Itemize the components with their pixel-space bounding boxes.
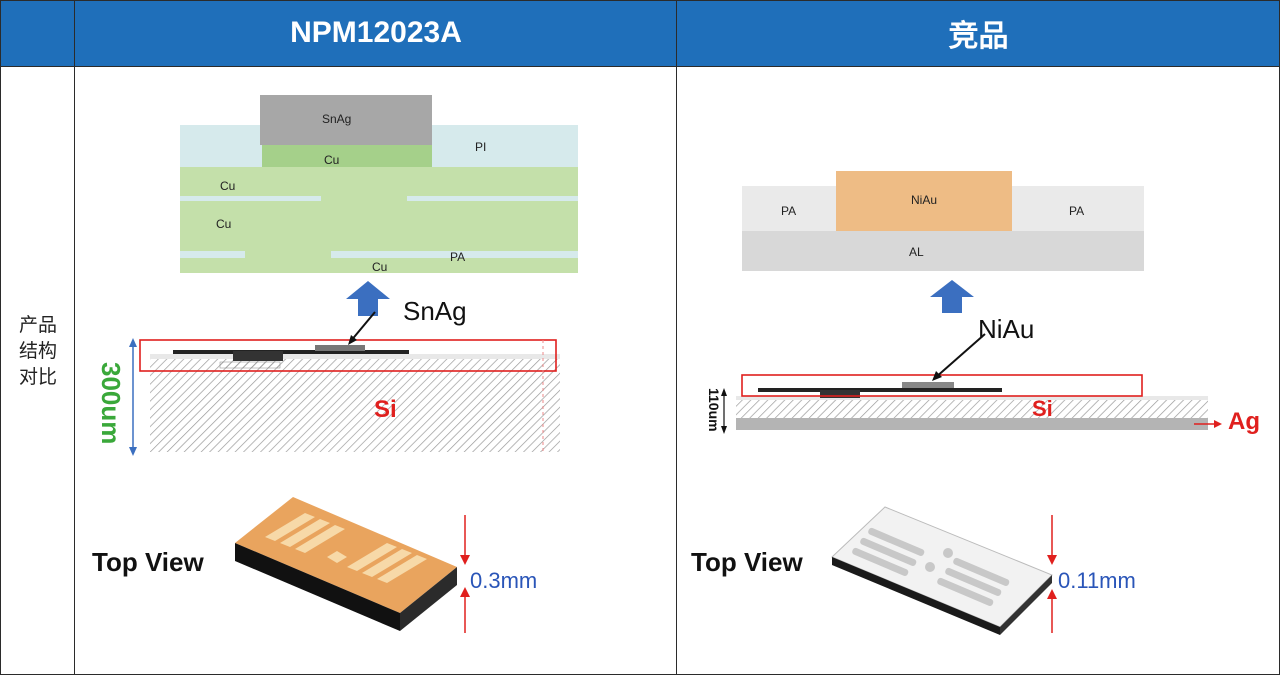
dimension-arrows — [1047, 515, 1057, 633]
backside-label-ag: Ag — [1228, 408, 1260, 435]
substrate-label-si: Si — [1032, 396, 1053, 421]
left-cross-section-diagram — [129, 311, 560, 456]
dimension-label-0-3mm: 0.3mm — [470, 568, 538, 593]
cu-top-pad — [262, 145, 432, 167]
separator-gap-right — [407, 196, 578, 201]
label-cu-2: Cu — [216, 217, 232, 231]
substrate-label-si: Si — [374, 396, 397, 423]
row-label-structure-comparison: 产品结构对比 — [18, 314, 57, 388]
table-border-left — [0, 0, 1, 675]
snag-bump — [260, 95, 432, 145]
pa-strip — [180, 251, 578, 258]
cu-layer-1 — [180, 167, 578, 195]
table-border-top — [0, 0, 1280, 1]
dimension-arrows — [460, 515, 470, 633]
via-strip — [245, 251, 331, 258]
top-view-label: Top View — [691, 547, 803, 577]
label-al: AL — [909, 245, 924, 259]
al-layer — [742, 231, 1144, 271]
label-cu-1: Cu — [220, 179, 236, 193]
zoom-arrow-icon — [346, 281, 390, 316]
label-snag: SnAg — [322, 112, 352, 126]
header-corner-cell — [0, 0, 75, 66]
label-niau: NiAu — [911, 193, 938, 207]
header-competitor: 竞品 — [677, 0, 1280, 66]
table-column-divider — [676, 0, 677, 675]
label-pi: PI — [475, 140, 487, 154]
niau-pad — [836, 171, 1012, 231]
cu-layer-3 — [180, 258, 578, 273]
label-pa-left: PA — [781, 204, 797, 218]
table-header-divider — [0, 66, 1280, 67]
callout-niau: NiAu — [978, 314, 1035, 344]
label-cu-3: Cu — [372, 260, 388, 274]
table-column-divider — [74, 0, 75, 675]
chip-top-view-image — [831, 506, 1053, 635]
zoom-arrow-icon — [930, 280, 974, 313]
label-cu-top: Cu — [324, 153, 340, 167]
thickness-label-110um: 110um — [706, 388, 722, 432]
top-view-label: Top View — [92, 547, 204, 577]
chip-top-view-image — [235, 497, 457, 631]
cu-layer-2 — [180, 195, 578, 251]
right-cross-section-diagram — [721, 333, 1222, 434]
label-pa: PA — [450, 250, 466, 264]
callout-snag: SnAg — [403, 296, 467, 326]
thickness-label-300um: 300um — [96, 362, 126, 445]
dimension-label-0-11mm: 0.11mm — [1058, 568, 1136, 593]
label-pa-right: PA — [1069, 204, 1085, 218]
header-npm12023a: NPM12023A — [75, 0, 677, 66]
separator-gap-left — [180, 196, 321, 201]
